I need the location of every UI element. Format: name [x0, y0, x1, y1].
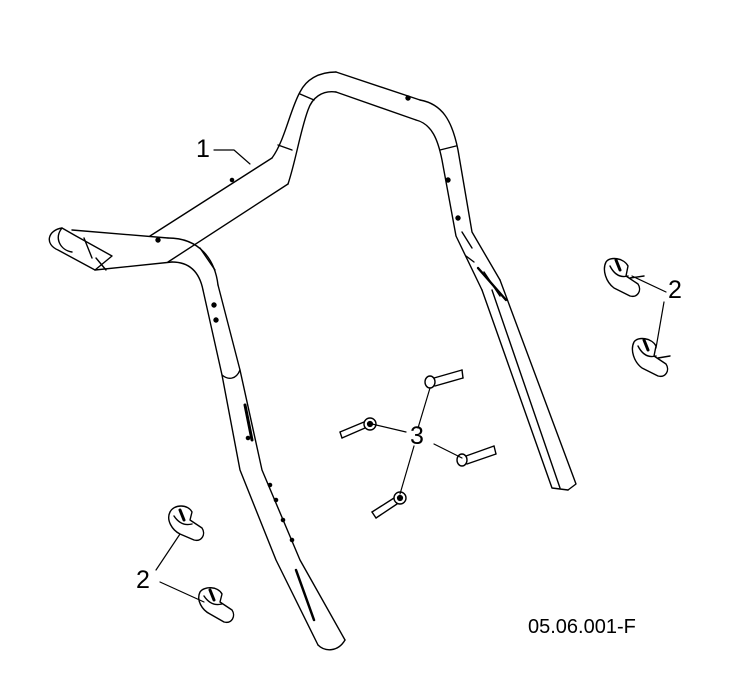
bolt-right — [456, 445, 497, 467]
handle-part — [48, 71, 577, 651]
figure-code: 05.06.001-F — [528, 616, 636, 638]
bolt-top — [424, 369, 464, 389]
callout-part-3: 3 — [410, 422, 424, 450]
knob-lower-left-b — [198, 587, 235, 624]
callout-part-2-upper: 2 — [668, 276, 682, 304]
callout-part-1: 1 — [196, 135, 210, 163]
bolt-bottom — [371, 491, 407, 519]
callout-part-2-lower: 2 — [136, 566, 150, 594]
knob-lower-left-a — [168, 505, 205, 542]
leader-lines — [155, 149, 667, 603]
bolt-left — [339, 417, 377, 439]
knob-upper-right-a — [603, 257, 645, 298]
knob-upper-right-b — [631, 337, 671, 378]
